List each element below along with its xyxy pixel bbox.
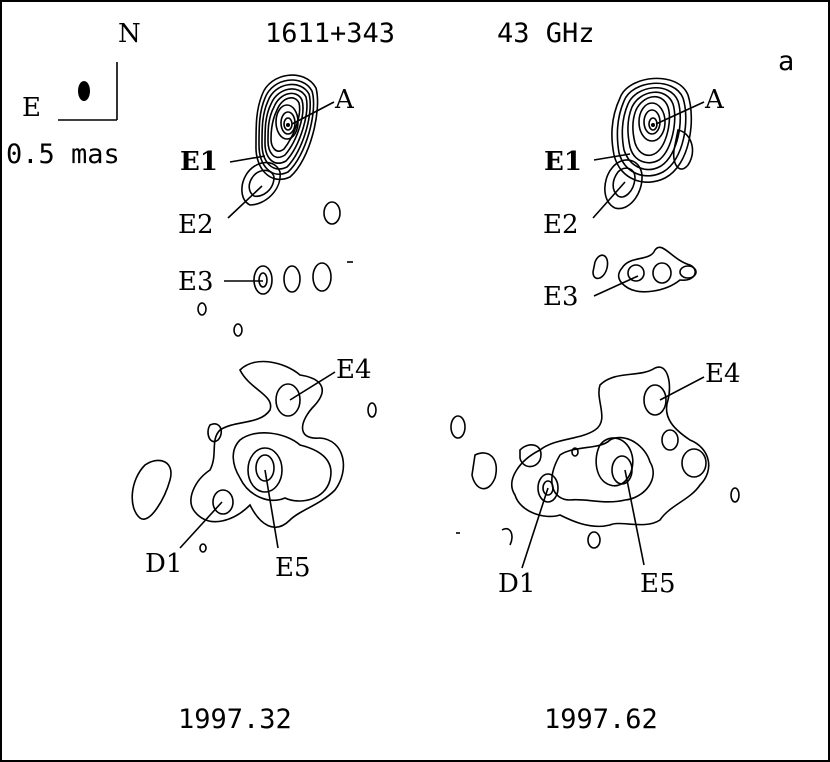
beam-ellipse [78,81,90,101]
label-E5-right: E5 [640,569,676,599]
e2-contour-right [604,159,643,210]
scale-label: 0.5 mas [6,139,120,170]
frequency-label: 43 GHz [497,18,595,49]
e2-contour-left [241,161,281,206]
label-E2-left: E2 [178,210,214,240]
e3-contours-right [592,246,697,293]
label-E1-left: E1 [180,147,218,177]
epoch-right: 1997.62 [544,704,658,735]
panel-letter: a [778,46,794,77]
label-E2-right: E2 [543,210,579,240]
label-E5-left: E5 [275,553,311,583]
map-epoch-1997-32: A E1 E2 E3 E4 E5 D1 1997.32 [131,74,377,735]
label-A-right: A [704,85,725,115]
map-epoch-1997-62: A E1 E2 E3 E4 E5 D1 1997.62 [450,77,741,735]
label-E3-right: E3 [543,282,579,312]
epoch-left: 1997.32 [178,704,292,735]
label-E1-right: E1 [544,147,582,177]
label-E4-right: E4 [705,359,741,389]
label-D1-left: D1 [145,549,182,579]
north-label: N [118,19,141,49]
label-D1-right: D1 [498,569,535,599]
label-A-left: A [334,85,355,115]
source-name: 1611+343 [265,18,395,49]
label-E3-left: E3 [178,267,214,297]
core-contours-right [611,77,694,183]
diffuse-emission-left [131,360,377,553]
orientation-indicator: N E 0.5 mas [6,19,141,170]
diffuse-emission-right [450,366,740,549]
core-contours-left [255,74,319,181]
east-label: E [22,93,41,123]
e3-contours-left [197,262,332,337]
label-E4-left: E4 [336,355,372,385]
